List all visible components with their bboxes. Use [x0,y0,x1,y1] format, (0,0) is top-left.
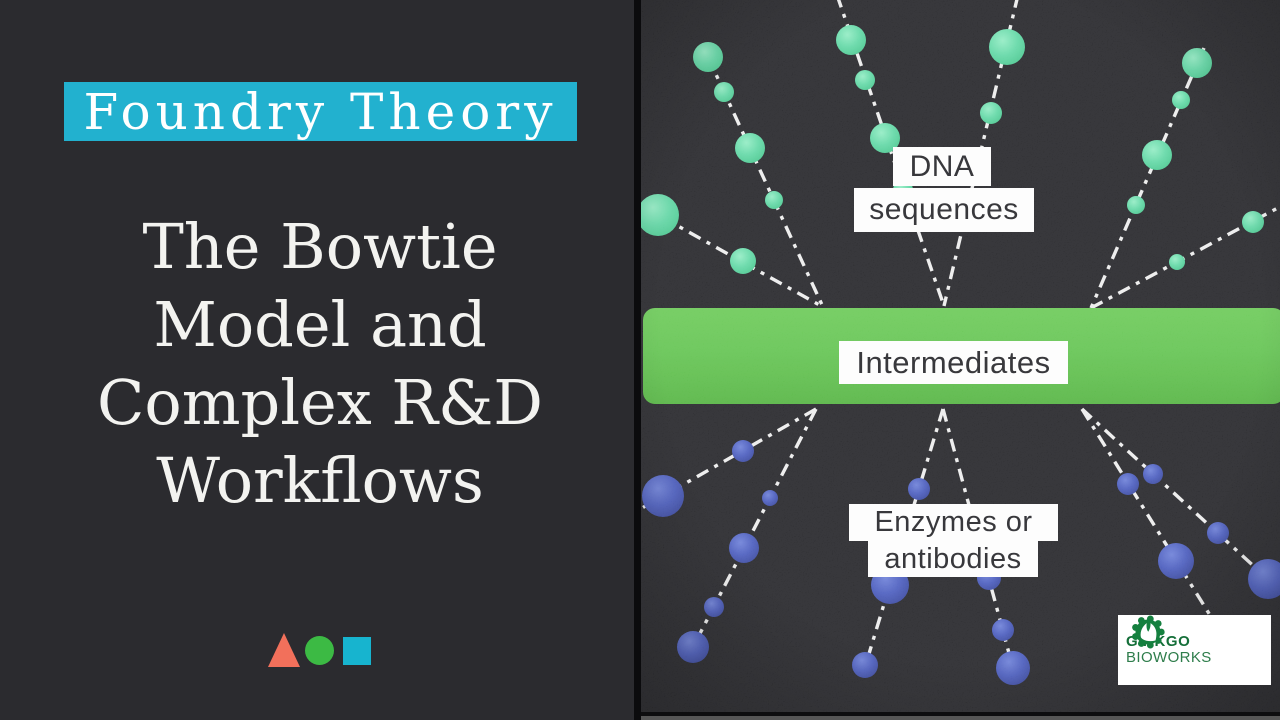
square-shape [343,637,371,665]
ginkgo-bioworks-logo: GINKGO BIOWORKS [1118,615,1271,685]
title-line-4: Workflows [156,444,484,517]
bottom-edge-light [641,716,1280,720]
title-line-3: Complex R&D [96,366,544,439]
label-dna: DNA [893,147,991,186]
label-intermediates: Intermediates [839,341,1068,384]
decorative-shapes [268,633,371,667]
title-line-2: Model and [153,288,487,361]
series-badge-label: Foundry Theory [83,82,558,141]
label-sequences: sequences [854,188,1034,232]
circle-shape [305,636,334,665]
slide-title: The Bowtie Model and Complex R&D Workflo… [0,208,640,520]
panel-divider [634,0,641,720]
ginkgo-leaf-gear-icon [1132,615,1165,649]
series-badge: Foundry Theory [64,82,577,141]
title-panel: Foundry Theory The Bowtie Model and Comp… [0,82,640,667]
logo-line-2: BIOWORKS [1126,649,1212,666]
label-antibodies: antibodies [868,541,1038,577]
label-enzymes-or: Enzymes or [849,504,1058,541]
title-line-1: The Bowtie [142,210,498,283]
bowtie-diagram-panel: DNA sequences Intermediates Enzymes or a… [641,0,1280,720]
bottom-edge-dark [641,712,1280,716]
triangle-shape [268,633,300,667]
